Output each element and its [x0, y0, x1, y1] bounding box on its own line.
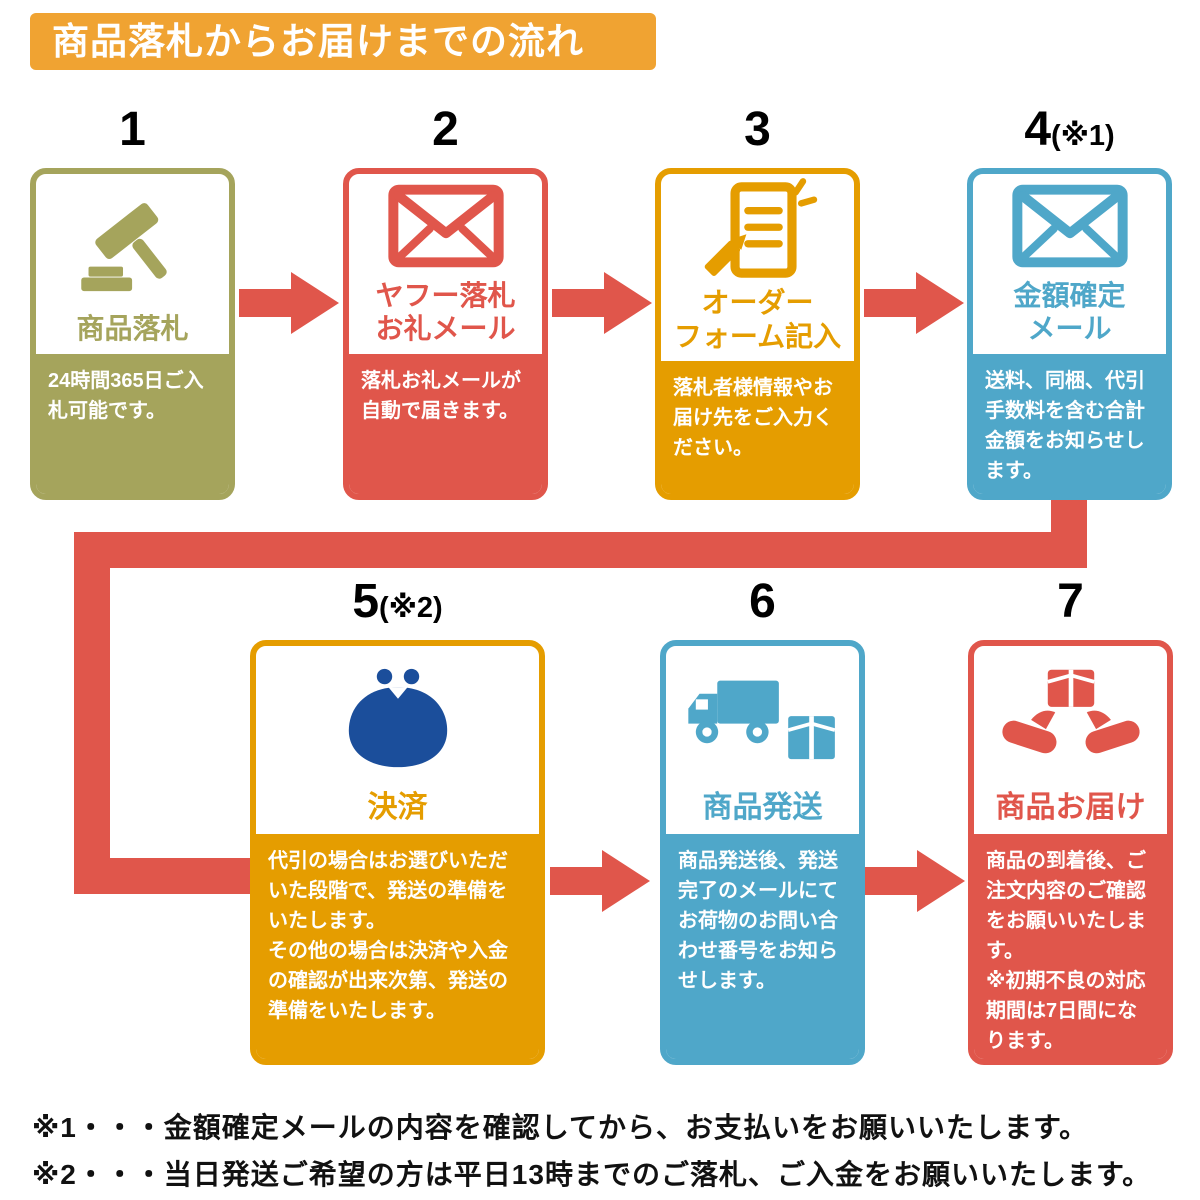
step-description: 24時間365日ご入札可能です。: [36, 354, 229, 494]
coin-purse-icon: [256, 646, 539, 790]
step-card-delivery: 商品お届け 商品の到着後、ご注文内容のご確認をお願いいたします。 ※初期不良の対…: [968, 640, 1173, 1065]
delivery-hands-icon: [974, 646, 1167, 790]
step-description: 商品の到着後、ご注文内容のご確認をお願いいたします。 ※初期不良の対応期間は7日…: [974, 834, 1167, 1059]
flow-arrow-right-icon: [865, 850, 965, 912]
step-number-5: 5(※2): [250, 578, 545, 626]
step-number-1: 1: [30, 106, 235, 154]
step-number-text: 2: [432, 103, 459, 156]
gavel-icon: [36, 174, 229, 312]
step-card-shipping: 商品発送 商品発送後、発送完了のメールにてお荷物のお問い合わせ番号をお知らせしま…: [660, 640, 865, 1065]
flow-connector-vertical-left: [74, 532, 110, 894]
flow-arrow-right-icon: [864, 272, 964, 334]
step-card-auction-win: 商品落札 24時間365日ご入札可能です。: [30, 168, 235, 500]
step-title: 商品お届け: [995, 791, 1146, 824]
step-number-suffix: (※2): [379, 592, 443, 624]
step-title: ヤフー落札 お礼メール: [375, 279, 516, 345]
truck-box-icon: [666, 646, 859, 790]
flow-connector-horizontal-top: [74, 532, 1087, 568]
step-title: 金額確定 メール: [1013, 279, 1126, 345]
flow-arrow-right-icon: [239, 272, 339, 334]
step-number-text: 1: [119, 103, 146, 156]
step-number-6: 6: [660, 578, 865, 626]
flow-arrow-right-icon: [550, 850, 650, 912]
step-description: 商品発送後、発送完了のメールにてお荷物のお問い合わせ番号をお知らせします。: [666, 834, 859, 1059]
step-number-suffix: (※1): [1051, 120, 1115, 152]
mail-icon: [973, 174, 1166, 279]
footnote-1: ※1・・・金額確定メールの内容を確認してから、お支払いをお願いいたします。: [32, 1112, 1089, 1143]
step-number-text: 3: [744, 103, 771, 156]
step-title: 商品発送: [702, 791, 823, 824]
flow-arrow-right-icon: [552, 272, 652, 334]
step-number-text: 4: [1024, 103, 1052, 156]
step-number-2: 2: [343, 106, 548, 154]
step-description: 代引の場合はお選びいただいた段階で、発送の準備をいたします。 その他の場合は決済…: [256, 834, 539, 1059]
step-number-text: 5: [352, 575, 380, 628]
step-number-3: 3: [655, 106, 860, 154]
flow-connector-horizontal-bottom: [74, 858, 259, 894]
page-title: 商品落札からお届けまでの流れ: [30, 13, 656, 70]
mail-icon: [349, 174, 542, 279]
step-card-thanks-mail: ヤフー落札 お礼メール 落札お礼メールが自動で届きます。: [343, 168, 548, 500]
step-number-text: 6: [749, 575, 776, 628]
step-card-payment: 決済 代引の場合はお選びいただいた段階で、発送の準備をいたします。 その他の場合…: [250, 640, 545, 1065]
step-description: 送料、同梱、代引手数料を含む合計金額をお知らせします。: [973, 354, 1166, 494]
step-description: 落札者様情報やお届け先をご入力ください。: [661, 361, 854, 494]
step-card-price-mail: 金額確定 メール 送料、同梱、代引手数料を含む合計金額をお知らせします。: [967, 168, 1172, 500]
step-title: オーダー フォーム記入: [673, 287, 842, 352]
step-number-7: 7: [968, 578, 1173, 626]
step-description: 落札お礼メールが自動で届きます。: [349, 354, 542, 494]
footnote-2: ※2・・・当日発送ご希望の方は平日13時までのご落札、ご入金をお願いいたします。: [32, 1159, 1152, 1190]
step-card-order-form: オーダー フォーム記入 落札者様情報やお届け先をご入力ください。: [655, 168, 860, 500]
order-form-icon: [661, 174, 854, 286]
step-title: 商品落札: [76, 313, 189, 345]
step-number-text: 7: [1057, 575, 1084, 628]
step-number-4: 4(※1): [967, 106, 1172, 154]
step-title: 決済: [367, 791, 428, 824]
